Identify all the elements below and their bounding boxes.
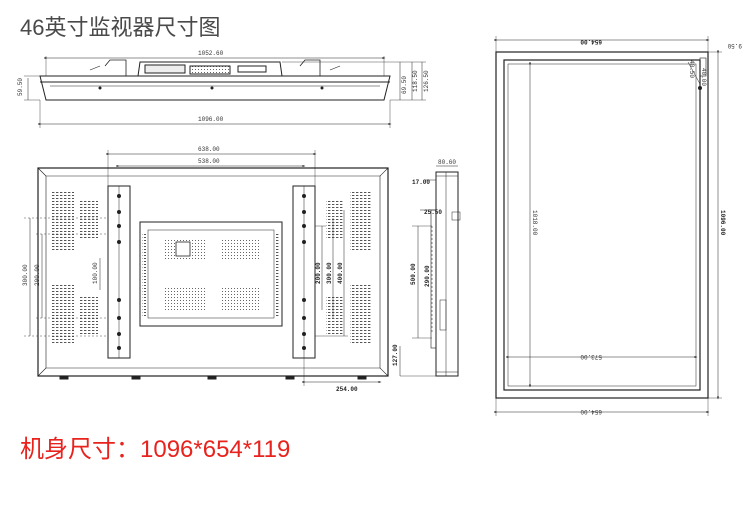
dim-portrait-width-top: 654.00 [580, 38, 602, 45]
portrait-view [494, 36, 722, 416]
dim-mount-inner: 538.00 [198, 158, 220, 165]
dim-mount-outer: 638.00 [198, 146, 220, 153]
dim-depth-c: 126.50 [423, 70, 430, 92]
top-view [24, 56, 426, 128]
side-view-labels: 80.60 17.00 25.50 500.00 290.00 127.00 [392, 159, 456, 366]
rear-view-labels: 638.00 538.00 300.00 200.00 100.00 200.0… [22, 146, 358, 393]
top-view-labels: 1052.60 1096.00 59.50 69.50 118.50 126.5… [17, 50, 430, 123]
dim-bottom-offset: 254.00 [336, 386, 358, 393]
side-view [399, 165, 461, 377]
dim-portrait-height-outer: 1096.00 [719, 210, 726, 236]
dim-portrait-inner-width: 573.00 [580, 353, 602, 360]
dim-right-v1: 200.00 [315, 262, 322, 284]
dim-inner-width: 1052.60 [198, 50, 224, 57]
dim-portrait-corner-b: 40.50 [688, 60, 695, 78]
dim-portrait-corner-a: 9.50 [727, 42, 742, 49]
dim-side-b: 290.00 [424, 265, 431, 287]
dim-depth-b: 118.50 [412, 70, 419, 92]
dim-portrait-corner-c: 40.00 [700, 68, 707, 86]
rear-view [24, 150, 389, 386]
dim-left-h1: 300.00 [22, 264, 29, 286]
spec-dimensions: 机身尺寸：1096*654*119 [20, 436, 291, 463]
rear-view-screws [117, 194, 306, 350]
dim-side-top-depth: 80.60 [438, 159, 456, 166]
dim-side-top-gap: 17.00 [412, 179, 430, 186]
dim-overall-width: 1096.00 [198, 116, 224, 123]
dim-depth-a: 69.50 [401, 76, 408, 94]
dim-left-h3: 100.00 [92, 262, 99, 284]
dim-side-a: 500.00 [410, 263, 417, 285]
dim-portrait-height-inner: 1018.00 [531, 210, 538, 236]
dim-left-h2: 200.00 [34, 264, 41, 286]
dim-right-v3: 400.00 [337, 262, 344, 284]
page-title: 46英寸监视器尺寸图 [20, 15, 221, 40]
dim-side-step: 25.50 [424, 209, 442, 216]
dim-portrait-width-bottom: 654.00 [580, 408, 602, 415]
dim-side-bottom: 127.00 [392, 344, 399, 366]
dim-height-left: 59.50 [17, 78, 24, 96]
portrait-view-labels: 654.00 654.00 573.00 1096.00 1018.00 9.5… [531, 38, 742, 415]
dim-right-v2: 300.00 [326, 262, 333, 284]
